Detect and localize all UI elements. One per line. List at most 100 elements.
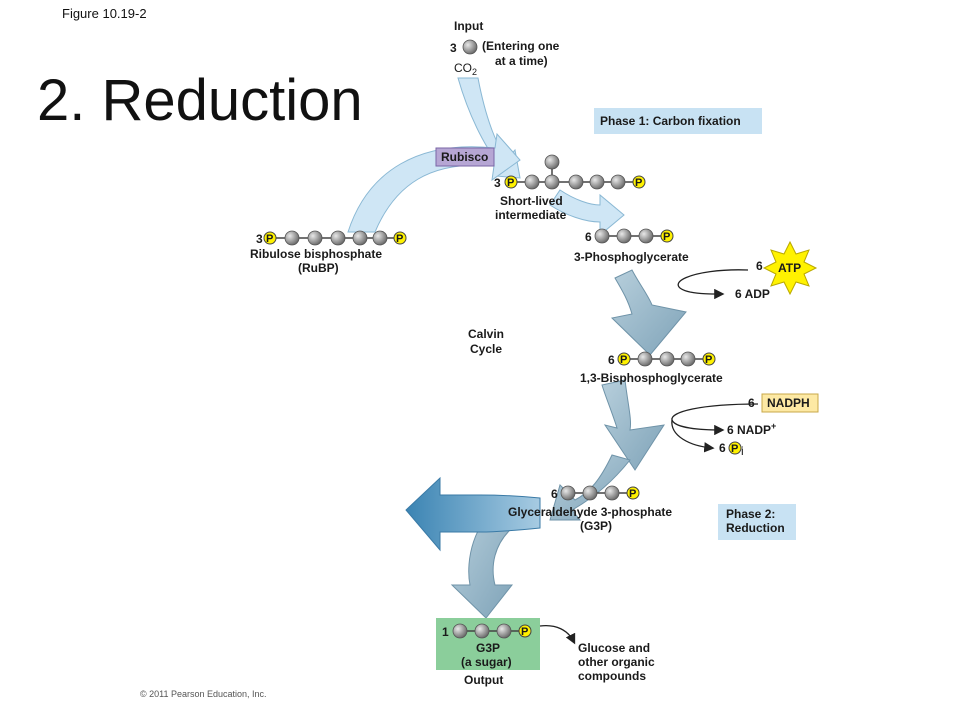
carbon-icon: [568, 174, 584, 190]
intermediate-extra-carbon: [544, 154, 560, 170]
carbon-icon: [637, 351, 653, 367]
phosphate-letter: P: [635, 177, 642, 189]
carbon-icon: [560, 485, 576, 501]
regeneration-arrow: [405, 476, 541, 552]
carbon-icon: [524, 174, 540, 190]
phosphate-letter: P: [663, 231, 670, 243]
page-title: 2. Reduction: [37, 68, 363, 133]
phosphate-icon: [617, 352, 631, 366]
rubisco-label: Rubisco: [441, 150, 488, 164]
atp-count: 6: [756, 259, 763, 273]
g3p-line2: (G3P): [580, 519, 612, 533]
carbon-icon: [582, 485, 598, 501]
copyright: © 2011 Pearson Education, Inc.: [140, 689, 267, 699]
glucose-line3: compounds: [578, 669, 646, 683]
nadph-count: 6: [748, 396, 755, 410]
pga-to-bpg-arrow: [610, 269, 687, 356]
bpg-label: 1,3-Bisphosphoglycerate: [580, 371, 723, 385]
phase2-line2: Reduction: [726, 521, 785, 535]
carbon-icon: [616, 228, 632, 244]
bpg-count: 6: [608, 353, 615, 367]
carbon-icon: [594, 228, 610, 244]
nadph-box: [761, 393, 819, 413]
phosphate-letter: P: [521, 626, 528, 638]
input-count: 3: [450, 41, 457, 55]
output-line1: G3P: [476, 641, 500, 655]
phosphate-icon: [518, 624, 532, 638]
nadph-label: NADPH: [767, 396, 810, 410]
output-line2: (a sugar): [461, 655, 512, 669]
g3p-count: 6: [551, 487, 558, 501]
carbon-icon: [496, 623, 512, 639]
phosphate-icon: [626, 486, 640, 500]
pi-subscript: i: [741, 444, 744, 458]
atp-consume-arrow: [677, 269, 749, 300]
carbon-icon: [372, 230, 388, 246]
phosphate-letter: P: [266, 233, 273, 245]
intermediate-line1: Short-lived: [500, 194, 563, 208]
co2-text: CO: [454, 61, 472, 75]
phosphate-letter: P: [629, 488, 636, 500]
co2-carbon-icon: [462, 39, 478, 55]
carbon-icon: [352, 230, 368, 246]
glucose-line2: other organic: [578, 655, 655, 669]
output-line3: Output: [464, 673, 503, 687]
carbon-icon: [330, 230, 346, 246]
phase1-label: Phase 1: Carbon fixation: [600, 114, 741, 128]
g3p-line1: Glyceraldehyde 3-phosphate: [508, 505, 672, 519]
phosphate-icon: [393, 231, 407, 245]
glucose-line1: Glucose and: [578, 641, 650, 655]
intermediate-count: 3: [494, 176, 501, 190]
pi-count: 6: [719, 441, 726, 455]
nadp-label: 6 NADP+: [727, 421, 776, 437]
carbon-icon: [680, 351, 696, 367]
figure-label: Figure 10.19-2: [62, 6, 147, 21]
output-count: 1: [442, 625, 449, 639]
input-note-line1: (Entering one: [482, 39, 560, 53]
carbon-icon: [284, 230, 300, 246]
rubp-count: 3: [256, 232, 263, 246]
carbon-icon: [604, 485, 620, 501]
calvin-line2: Cycle: [470, 342, 502, 356]
phosphate-icon: [632, 175, 646, 189]
carbon-icon: [659, 351, 675, 367]
phosphate-letter: P: [620, 354, 627, 366]
nadp-superscript: +: [771, 421, 776, 431]
carbon-icon: [544, 174, 560, 190]
intermediate-to-pga-arrow: [549, 189, 625, 237]
pi-release-arrow: [671, 419, 715, 453]
phosphate-icon: [263, 231, 277, 245]
co2-input-arrow: [457, 77, 521, 179]
carbon-icon: [589, 174, 605, 190]
atp-star-icon: [762, 240, 818, 296]
pga-label: 3-Phosphoglycerate: [574, 250, 689, 264]
adp-label: 6 ADP: [735, 287, 770, 301]
carbon-icon: [610, 174, 626, 190]
phosphate-icon: [728, 441, 742, 455]
co2-subscript: 2: [472, 67, 477, 77]
bpg-to-g3p-arrow: [601, 379, 666, 471]
phosphate-icon: [660, 229, 674, 243]
carbon-icon: [307, 230, 323, 246]
phosphate-icon: [504, 175, 518, 189]
pga-count: 6: [585, 230, 592, 244]
nadph-consume-arrow: [671, 403, 759, 436]
phosphate-letter: P: [507, 177, 514, 189]
rubp-line2: (RuBP): [298, 261, 339, 275]
calvin-line1: Calvin: [468, 327, 504, 341]
carbon-icon: [474, 623, 490, 639]
input-heading: Input: [454, 19, 483, 33]
phosphate-letter: P: [705, 354, 712, 366]
phosphate-letter: P: [396, 233, 403, 245]
g3p-recycle-arrow: [549, 454, 631, 521]
phase2-line1: Phase 2:: [726, 507, 775, 521]
nadp-text: 6 NADP: [727, 423, 771, 437]
phase2-box: [718, 504, 796, 540]
pi-letter: P: [731, 443, 738, 455]
carbon-icon: [638, 228, 654, 244]
rubp-line1: Ribulose bisphosphate: [250, 247, 382, 261]
phosphate-icon: [702, 352, 716, 366]
co2-label: CO2: [454, 61, 477, 77]
